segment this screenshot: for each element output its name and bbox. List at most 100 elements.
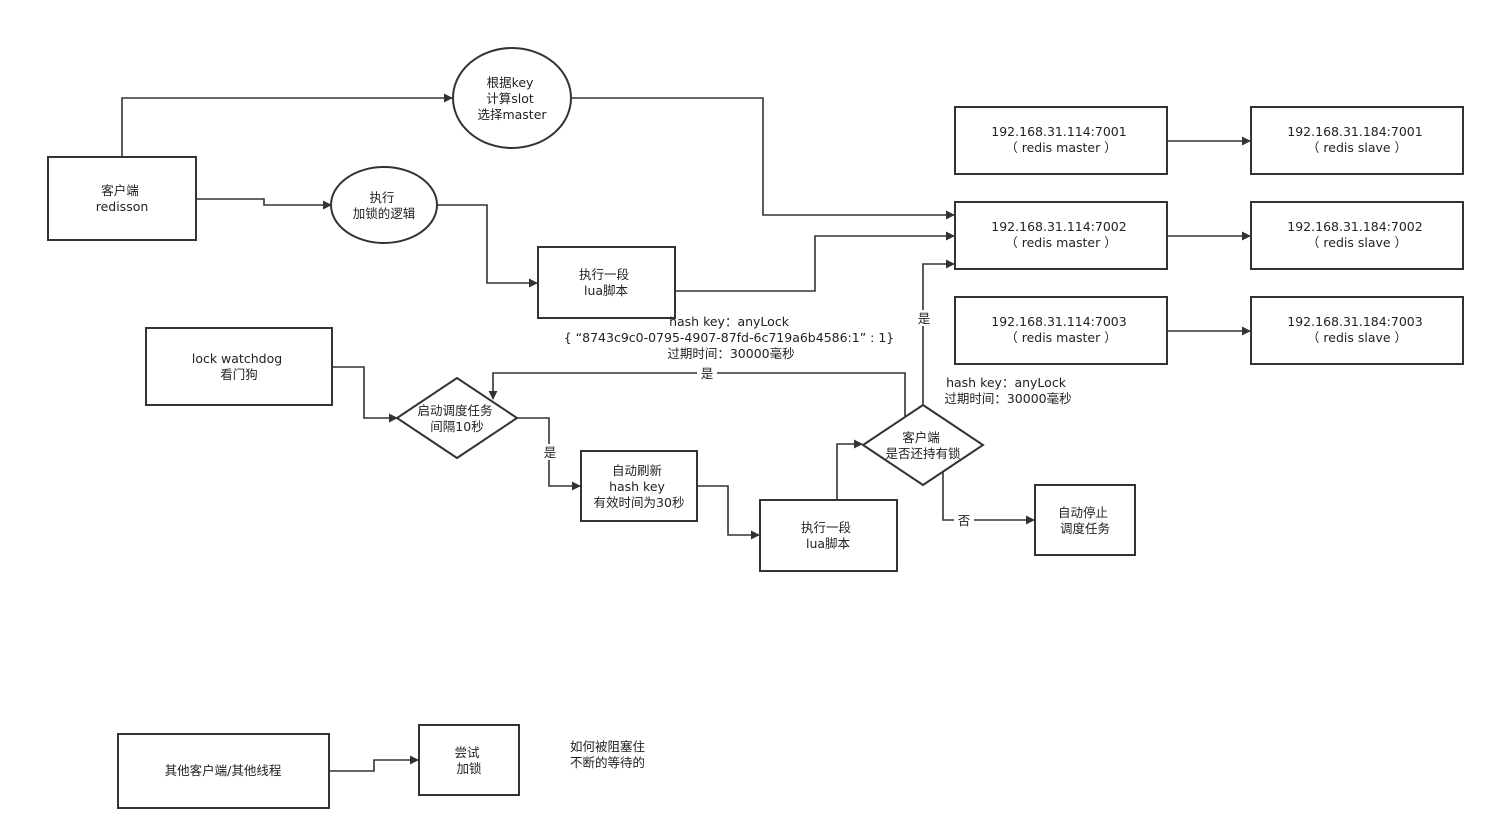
node-slot-line: 选择master [477, 107, 547, 122]
node-client-line: 客户端 [101, 183, 139, 198]
node-exec-lock-line: 执行 [370, 190, 395, 205]
no-label-bg [954, 512, 974, 528]
node-auto-stop-line: 自动停止 [1058, 505, 1108, 520]
edge-refresh-to-lua2 [697, 485, 760, 540]
node-redis-master-7003[interactable]: 192.168.31.114:7003 （ redis master ） [954, 296, 1168, 365]
svg-text:执行 加锁的逻辑: 执行 加锁的逻辑 [353, 190, 416, 221]
edge-watchdog-to-schedule [332, 366, 398, 423]
node-schedule-task[interactable]: 启动调度任务 间隔10秒 [395, 376, 519, 460]
node-client[interactable]: 客户端 redisson [47, 156, 197, 241]
node-client-line: redisson [96, 199, 149, 214]
blocked-note-line: 不断的等待的 [570, 755, 645, 770]
svg-text:客户端 是否还持有锁: 客户端 是否还持有锁 [885, 430, 961, 461]
node-try-lock[interactable]: 尝试 加锁 [418, 724, 520, 796]
node-lua-script-2-line: lua脚本 [806, 536, 851, 551]
edge-hold-to-stop [942, 471, 1035, 525]
svg-text:启动调度任务 间隔10秒: 启动调度任务 间隔10秒 [418, 403, 497, 434]
hash-key-annotation-2-line: hash key：anyLock [946, 375, 1067, 390]
node-lock-watchdog-line: 看门狗 [220, 367, 258, 382]
edge-lua2-to-hold [836, 439, 863, 500]
svg-text:客户端 redisson: 客户端 redisson [96, 183, 149, 214]
edge-exec-to-lua1 [437, 204, 538, 288]
node-auto-stop-line: 调度任务 [1060, 521, 1110, 536]
node-redis-slave-7003-line: （ redis slave ） [1307, 330, 1407, 345]
hash-key-annotation-2: hash key：anyLock 过期时间：30000毫秒 [944, 375, 1071, 406]
node-lock-watchdog-line: lock watchdog [192, 351, 282, 366]
node-slot[interactable]: 根据key 计算slot 选择master [452, 47, 572, 149]
node-auto-refresh-line: 自动刷新 [612, 463, 662, 478]
node-lua-script-2[interactable]: 执行一段 lua脚本 [759, 499, 898, 572]
svg-text:自动停止 调度任务: 自动停止 调度任务 [1058, 505, 1112, 536]
node-redis-slave-7001[interactable]: 192.168.31.184:7001 （ redis slave ） [1250, 106, 1464, 175]
yes-label-bg [914, 310, 934, 326]
blocked-note: 如何被阻塞住 不断的等待的 [570, 739, 649, 770]
node-redis-slave-7003[interactable]: 192.168.31.184:7003 （ redis slave ） [1250, 296, 1464, 365]
svg-text:自动刷新 hash key 有效时间: 自动刷新 hash key 有效时间为30秒 [594, 463, 685, 510]
node-try-lock-line: 尝试 [455, 745, 481, 760]
node-redis-slave-7001-line: 192.168.31.184:7001 [1287, 124, 1422, 139]
node-redis-slave-7002-line: （ redis slave ） [1307, 235, 1407, 250]
svg-text:192.168.31.184:7003 （ re: 192.168.31.184:7003 （ redis slave ） [1287, 314, 1426, 345]
hash-key-annotation-line: { “8743c9c0-0795-4907-87fd-6c719a6b4586:… [564, 330, 895, 345]
node-redis-master-7002-line: （ redis master ） [1005, 235, 1116, 250]
node-client-holds-lock-line: 客户端 [902, 430, 940, 445]
blocked-note-line: 如何被阻塞住 [570, 739, 646, 754]
yes-label-bg [697, 366, 717, 381]
node-auto-refresh-line: 有效时间为30秒 [594, 495, 685, 510]
node-redis-master-7002-line: 192.168.31.114:7002 [991, 219, 1126, 234]
node-lua-script-1-line: 执行一段 [579, 267, 629, 282]
node-redis-slave-7001-line: （ redis slave ） [1307, 140, 1407, 155]
node-redis-slave-7002[interactable]: 192.168.31.184:7002 （ redis slave ） [1250, 201, 1464, 270]
edge-slot-to-master2 [571, 97, 955, 220]
node-redis-master-7003-line: （ redis master ） [1005, 330, 1116, 345]
node-redis-master-7001-line: （ redis master ） [1005, 140, 1116, 155]
edge-client-to-slot [121, 93, 453, 157]
hash-key-annotation-2-line: 过期时间：30000毫秒 [944, 391, 1071, 406]
edge-label-yes-loop: 是 [701, 366, 714, 381]
node-other-clients[interactable]: 其他客户端/其他线程 [117, 733, 330, 809]
yes-label-bg [540, 444, 560, 460]
hash-key-annotation-line: hash key：anyLock [669, 314, 790, 329]
edges [121, 93, 1251, 772]
svg-text:lock watchdog 看门狗: lock watchdog 看门狗 [192, 351, 286, 382]
edge-lua1-to-master2 [675, 231, 955, 292]
hash-key-annotation-line: 过期时间：30000毫秒 [667, 346, 794, 361]
svg-text:192.168.31.114:7001 （ re: 192.168.31.114:7001 （ redis master ） [991, 124, 1130, 155]
node-auto-stop[interactable]: 自动停止 调度任务 [1034, 484, 1136, 556]
node-redis-slave-7003-line: 192.168.31.184:7003 [1287, 314, 1422, 329]
node-redis-slave-7002-line: 192.168.31.184:7002 [1287, 219, 1422, 234]
node-slot-line: 根据key [487, 75, 534, 90]
node-client-holds-lock[interactable]: 客户端 是否还持有锁 [861, 403, 985, 487]
node-try-lock-line: 加锁 [456, 761, 482, 776]
edge-label-yes-master: 是 [918, 311, 931, 326]
hash-key-annotation: hash key：anyLock { “8743c9c0-0795-4907-8… [564, 314, 899, 361]
node-lua-script-1[interactable]: 执行一段 lua脚本 [537, 246, 676, 319]
node-exec-lock-line: 加锁的逻辑 [353, 206, 416, 221]
svg-text:192.168.31.114:7002 （ re: 192.168.31.114:7002 （ redis master ） [991, 219, 1130, 250]
node-auto-refresh-line: hash key [609, 479, 665, 494]
node-slot-line: 计算slot [486, 91, 534, 106]
svg-text:根据key 计算slot 选择mas: 根据key 计算slot 选择master [477, 75, 547, 122]
edge-client-to-exec [196, 198, 332, 210]
svg-text:执行一段 lua脚本: 执行一段 lua脚本 [801, 520, 855, 551]
svg-text:192.168.31.184:7001 （ re: 192.168.31.184:7001 （ redis slave ） [1287, 124, 1426, 155]
node-redis-master-7001[interactable]: 192.168.31.114:7001 （ redis master ） [954, 106, 1168, 175]
edge-label-no: 否 [958, 513, 971, 528]
svg-text:尝试 加锁: 尝试 加锁 [455, 745, 484, 776]
node-redis-master-7002[interactable]: 192.168.31.114:7002 （ redis master ） [954, 201, 1168, 270]
edge-label-yes-refresh: 是 [544, 445, 557, 460]
node-auto-refresh[interactable]: 自动刷新 hash key 有效时间为30秒 [580, 450, 698, 522]
edge-other-to-try [329, 755, 419, 772]
node-exec-lock[interactable]: 执行 加锁的逻辑 [330, 166, 438, 244]
node-other-clients-line: 其他客户端/其他线程 [165, 763, 282, 778]
node-client-holds-lock-line: 是否还持有锁 [885, 446, 961, 461]
node-lua-script-1-line: lua脚本 [584, 283, 629, 298]
svg-text:其他客户端/其他线程: 其他客户端/其他线程 [165, 763, 282, 778]
node-schedule-task-line: 间隔10秒 [430, 419, 483, 434]
node-lua-script-2-line: 执行一段 [801, 520, 851, 535]
node-redis-master-7003-line: 192.168.31.114:7003 [991, 314, 1126, 329]
edge-hold-to-master2 [922, 259, 955, 406]
svg-text:执行一段 lua脚本: 执行一段 lua脚本 [579, 267, 633, 298]
node-lock-watchdog[interactable]: lock watchdog 看门狗 [145, 327, 333, 406]
node-redis-master-7001-line: 192.168.31.114:7001 [991, 124, 1126, 139]
